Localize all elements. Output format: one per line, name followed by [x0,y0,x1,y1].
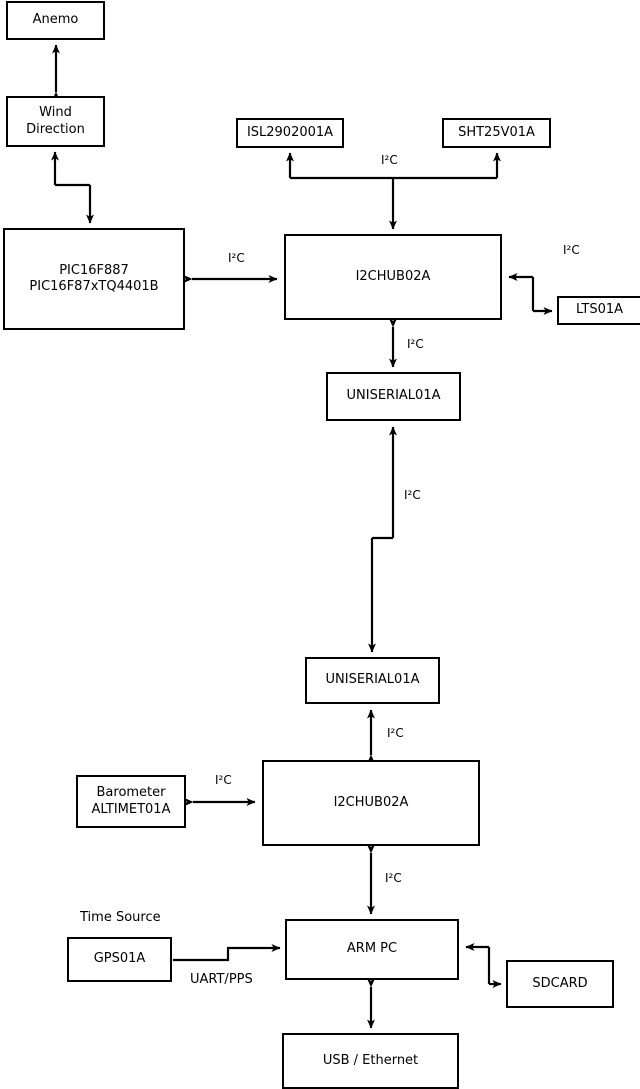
node-uniserial01a-upper[interactable]: UNISERIAL01A [326,372,461,421]
label-i2c-barometer-hub: I²C [215,773,232,787]
node-barometer-altimet01a[interactable]: Barometer ALTIMET01A [76,775,186,828]
node-pic-mcu-label: PIC16F887 PIC16F87xTQ4401B [29,262,159,294]
label-i2c-uniserial-link: I²C [404,488,421,502]
node-barometer-altimet01a-label: Barometer ALTIMET01A [91,785,171,817]
node-usb-ethernet[interactable]: USB / Ethernet [282,1033,459,1089]
label-time-source: Time Source [80,910,161,925]
node-usb-ethernet-label: USB / Ethernet [322,1052,419,1068]
node-isl2902001a[interactable]: ISL2902001A [236,118,344,148]
node-wind-direction[interactable]: Wind Direction [6,96,105,147]
node-anemo-label: Anemo [32,12,79,28]
node-arm-pc-label: ARM PC [346,941,398,957]
node-gps01a[interactable]: GPS01A [67,937,172,982]
node-pic-mcu[interactable]: PIC16F887 PIC16F87xTQ4401B [3,228,185,330]
node-sht25v01a[interactable]: SHT25V01A [442,118,551,148]
node-i2chub02a-top[interactable]: I2CHUB02A [284,234,502,320]
label-i2c-pic-hub: I²C [228,251,245,265]
node-wind-direction-label: Wind Direction [26,105,85,137]
node-isl2902001a-label: ISL2902001A [246,124,334,140]
node-uniserial01a-upper-label: UNISERIAL01A [346,388,441,404]
label-uart-pps: UART/PPS [190,972,253,987]
label-i2c-hub-uniserial: I²C [407,337,424,351]
node-sht25v01a-label: SHT25V01A [458,124,535,140]
node-lts01a[interactable]: LTS01A [557,296,640,325]
label-i2c-top-bus: I²C [381,153,398,167]
label-i2c-uniserial-hub: I²C [387,726,404,740]
node-gps01a-label: GPS01A [93,951,146,967]
node-sdcard-label: SDCARD [532,975,588,991]
node-anemo[interactable]: Anemo [6,1,105,40]
node-uniserial01a-lower[interactable]: UNISERIAL01A [305,657,440,704]
node-sdcard[interactable]: SDCARD [506,960,614,1008]
wire-gps-armpc [173,944,281,962]
node-arm-pc[interactable]: ARM PC [285,919,459,980]
node-uniserial01a-lower-label: UNISERIAL01A [325,672,420,688]
label-i2c-hub-armpc: I²C [385,871,402,885]
node-i2chub02a-bottom-label: I2CHUB02A [333,794,409,810]
label-i2c-hub-lts: I²C [563,243,580,257]
node-i2chub02a-top-label: I2CHUB02A [355,268,431,284]
node-lts01a-label: LTS01A [575,302,624,318]
node-i2chub02a-bottom[interactable]: I2CHUB02A [262,760,480,846]
